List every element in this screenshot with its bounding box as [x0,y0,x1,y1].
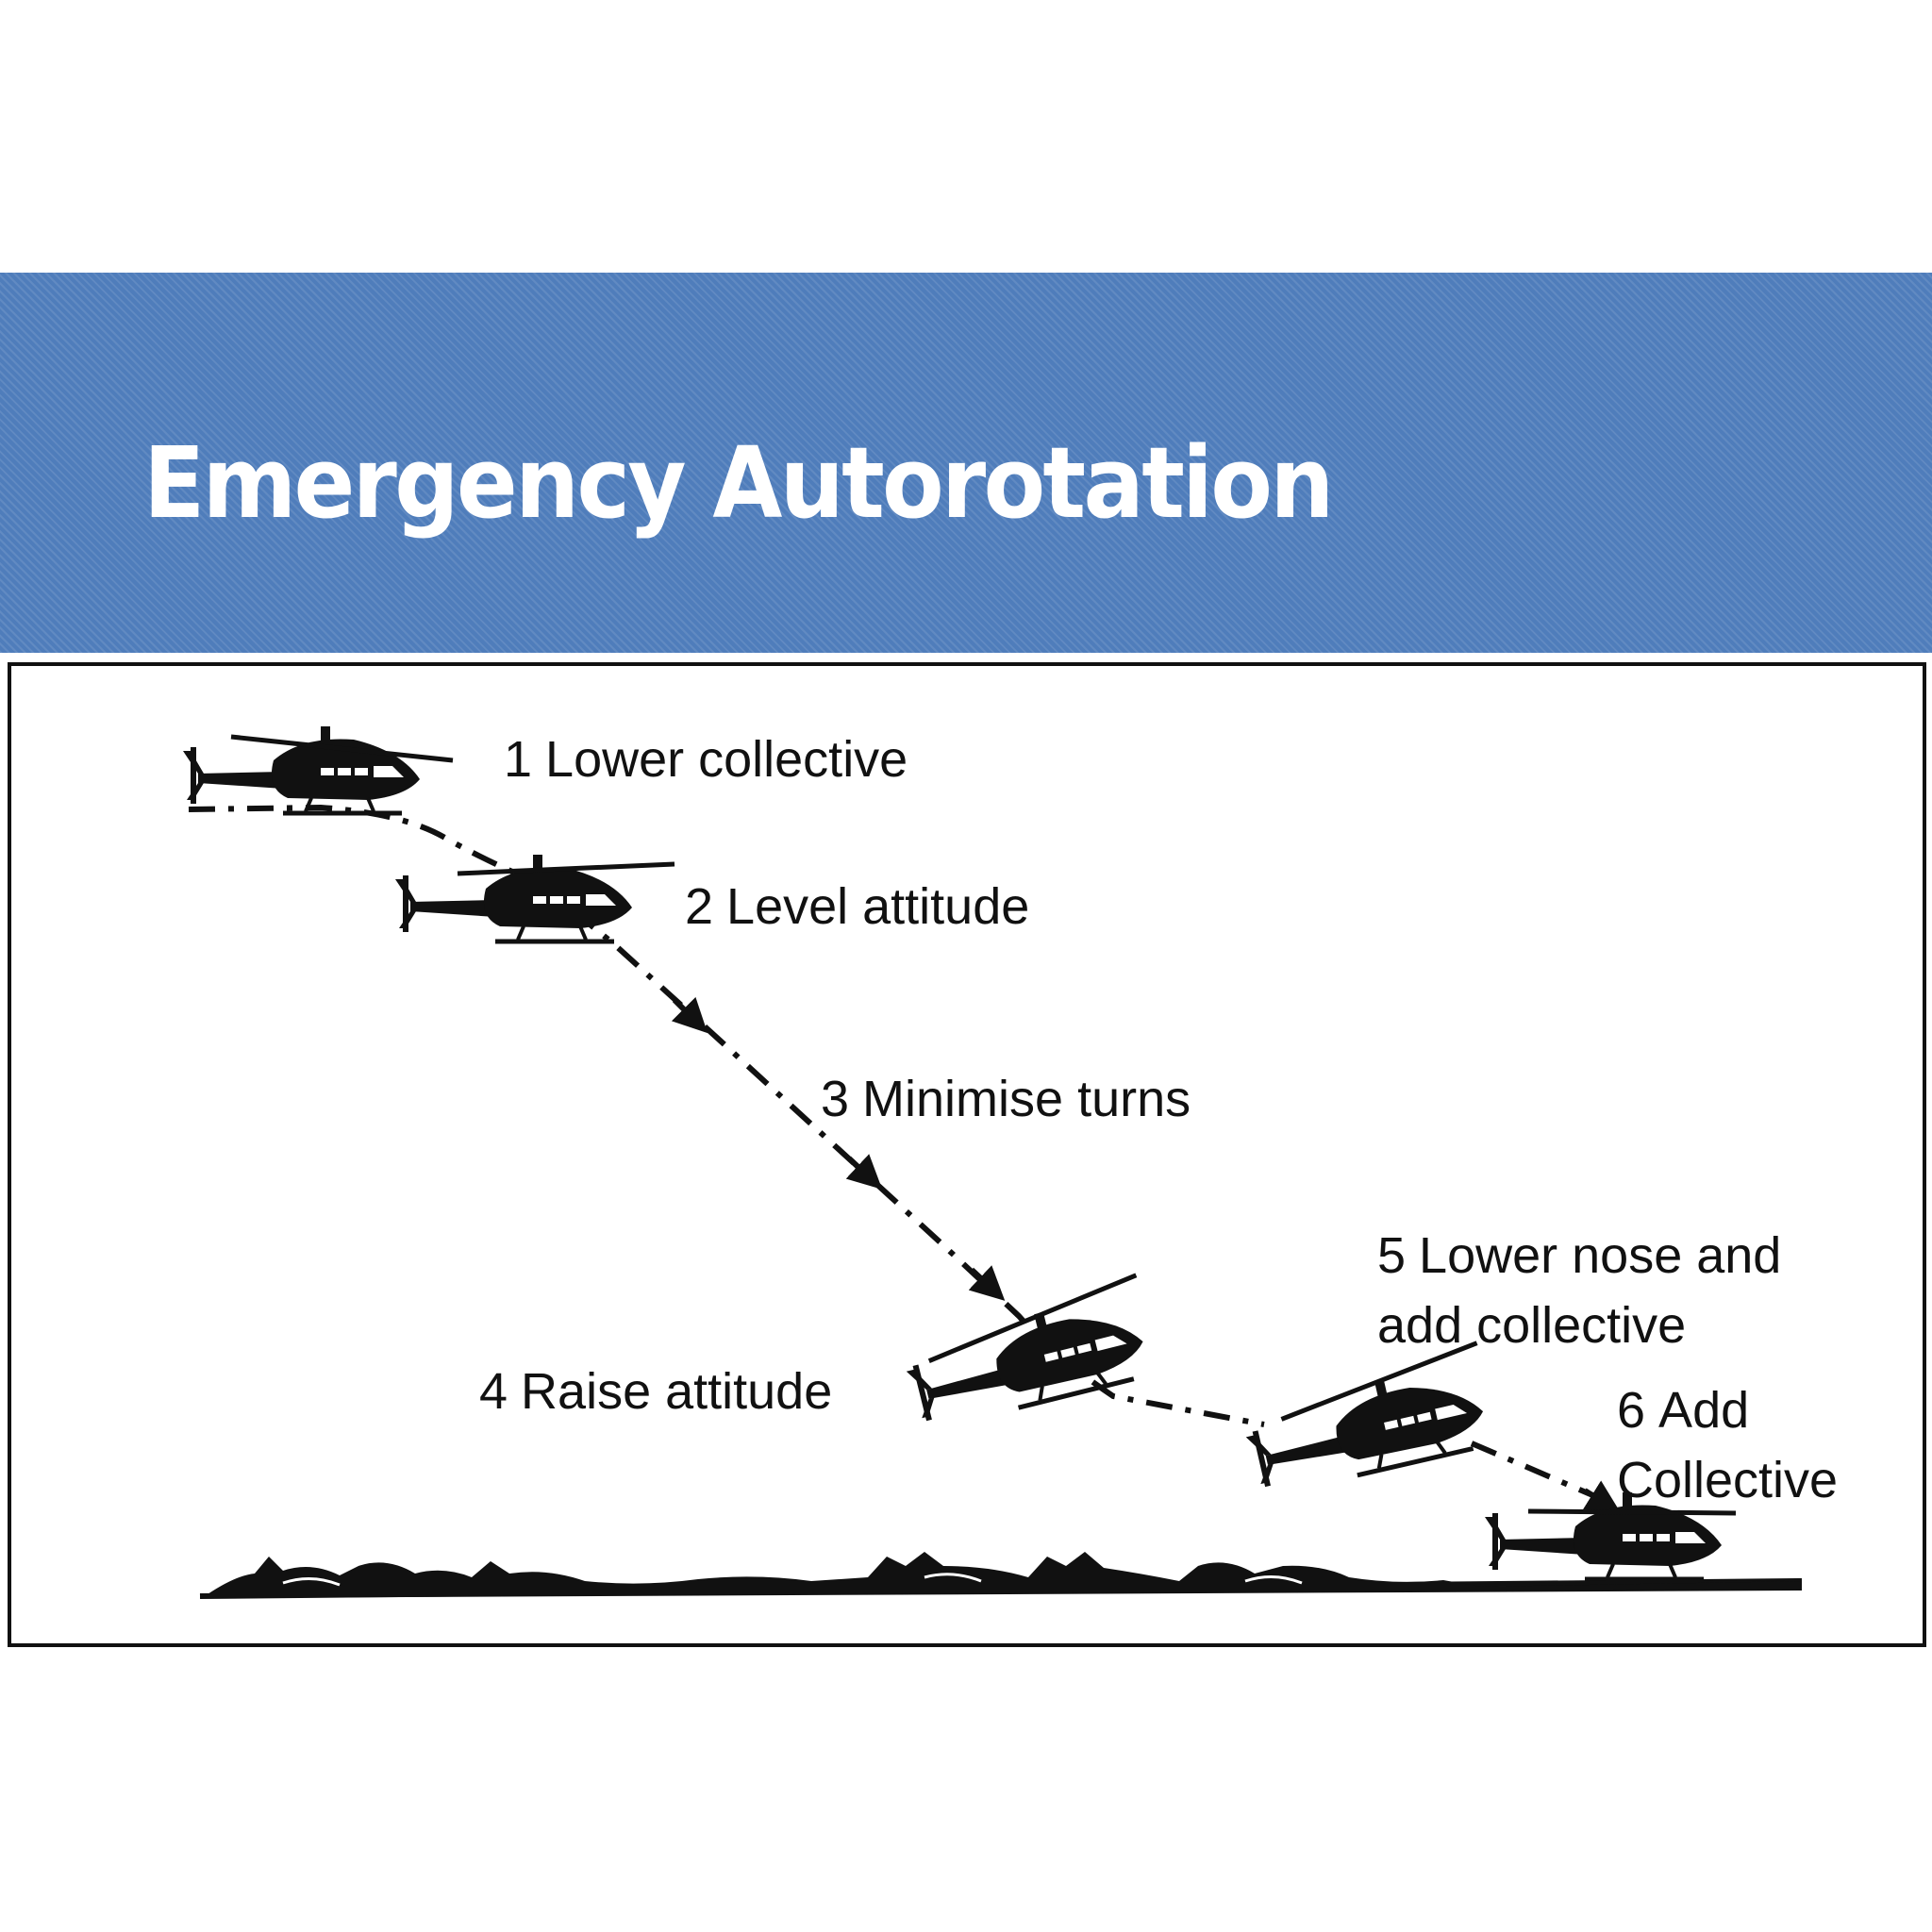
step-text: Minimise turns [862,1071,1191,1127]
step-text-line2: Collective [1617,1452,1839,1508]
step-number: 6 [1617,1382,1646,1439]
step-number: 4 [479,1363,508,1420]
step-number: 5 [1377,1227,1407,1284]
step-number: 1 [504,731,533,788]
step-text-line1: Lower nose and [1419,1227,1782,1284]
step-text: Lower collective [545,731,908,788]
slide-title: Emergency Autorotation [143,425,1334,541]
title-band [0,273,1932,653]
step-text-line2: add collective [1377,1297,1687,1354]
step-number: 3 [821,1071,850,1127]
step-text-line1: Add [1658,1382,1750,1439]
step-number: 2 [685,878,714,935]
step-text: Raise attitude [521,1363,833,1420]
step-text: Level attitude [726,878,1030,935]
